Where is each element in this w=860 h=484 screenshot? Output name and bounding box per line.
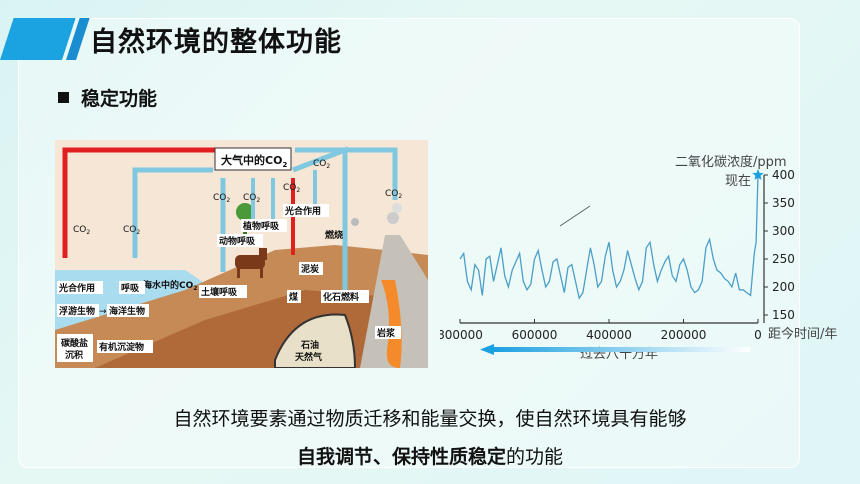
carbonate-label: 碳酸盐 xyxy=(61,337,88,349)
x-tick-label: 600000 xyxy=(512,328,558,342)
animal-respiration-label: 动物呼吸 xyxy=(219,235,256,247)
sediment-label: 沉积 xyxy=(65,349,83,361)
coal-label: 煤 xyxy=(289,291,298,303)
section-heading: 稳定功能 xyxy=(58,84,157,111)
description-line-1: 自然环境要素通过物质迁移和能量交换，使自然环境具有能够 xyxy=(173,408,687,430)
co2-label: CO2 xyxy=(283,183,300,194)
present-star-icon xyxy=(752,169,764,180)
y-tick-label: 400 xyxy=(772,168,795,182)
ocean-photosynthesis-label: 光合作用 xyxy=(58,282,95,294)
ocean-co2-label: 海水中的CO2 xyxy=(143,279,197,292)
square-bullet-icon xyxy=(58,92,69,103)
co2-label: CO2 xyxy=(385,189,402,200)
emphasis-text: 自我调节、保持性质稳定 xyxy=(296,446,506,468)
co2-label: CO2 xyxy=(313,159,330,170)
combustion-label: 燃烧 xyxy=(325,229,343,241)
co2-label: CO2 xyxy=(213,193,230,204)
co2-label: CO2 xyxy=(243,193,260,204)
y-tick-label: 200 xyxy=(772,280,795,294)
y-axis-label: 二氧化碳浓度/ppm xyxy=(675,154,787,170)
organic-sediment-label: 有机沉淀物 xyxy=(99,341,144,353)
x-tick-label: 0 xyxy=(754,328,762,342)
time-arrow-head-icon xyxy=(480,344,494,355)
x-axis-label: 距今时间/年 xyxy=(768,326,837,342)
soil-respiration-label: 土壤呼吸 xyxy=(201,286,238,298)
y-tick-label: 350 xyxy=(772,196,795,210)
svg-text:→: → xyxy=(99,307,107,317)
co2-series-line xyxy=(459,174,759,300)
description-line-2: 自我调节、保持性质稳定的功能 xyxy=(0,442,860,469)
oil-label: 石油 xyxy=(300,339,319,351)
section-subtitle: 稳定功能 xyxy=(81,88,158,110)
time-arrow-bar xyxy=(490,347,750,352)
page-title: 自然环境的整体功能 xyxy=(90,27,342,58)
y-tick-label: 250 xyxy=(772,252,795,266)
now-label: 现在 xyxy=(725,174,751,189)
x-tick-label: 200000 xyxy=(661,328,707,342)
photosynthesis-label: 光合作用 xyxy=(284,205,321,217)
plant-respiration-label: 植物呼吸 xyxy=(242,220,280,232)
atmosphere-label: 大气中的CO2 xyxy=(221,153,287,169)
fossil-fuel-label: 化石燃料 xyxy=(323,291,359,303)
x-tick-label: 400000 xyxy=(586,328,632,342)
co2-label: CO2 xyxy=(123,225,140,236)
peat-label: 泥炭 xyxy=(301,263,319,275)
carbon-cycle-diagram: 大气中的CO2 CO2 CO2 CO2 CO2 CO2 CO2 CO2 光合作用… xyxy=(55,140,428,368)
title-stripe xyxy=(0,18,76,60)
plankton-label: 浮游生物 xyxy=(59,305,95,317)
description-tail: 的功能 xyxy=(506,446,564,468)
y-tick-label: 300 xyxy=(772,224,795,238)
co2-label: CO2 xyxy=(73,225,90,236)
natural-gas-label: 天然气 xyxy=(295,351,322,363)
y-tick-label: 150 xyxy=(772,308,795,322)
magma-label: 岩浆 xyxy=(376,327,396,339)
marine-life-label: 海洋生物 xyxy=(109,305,145,317)
x-tick-label: 800000 xyxy=(440,328,483,342)
respiration-label: 呼吸 xyxy=(121,282,140,294)
